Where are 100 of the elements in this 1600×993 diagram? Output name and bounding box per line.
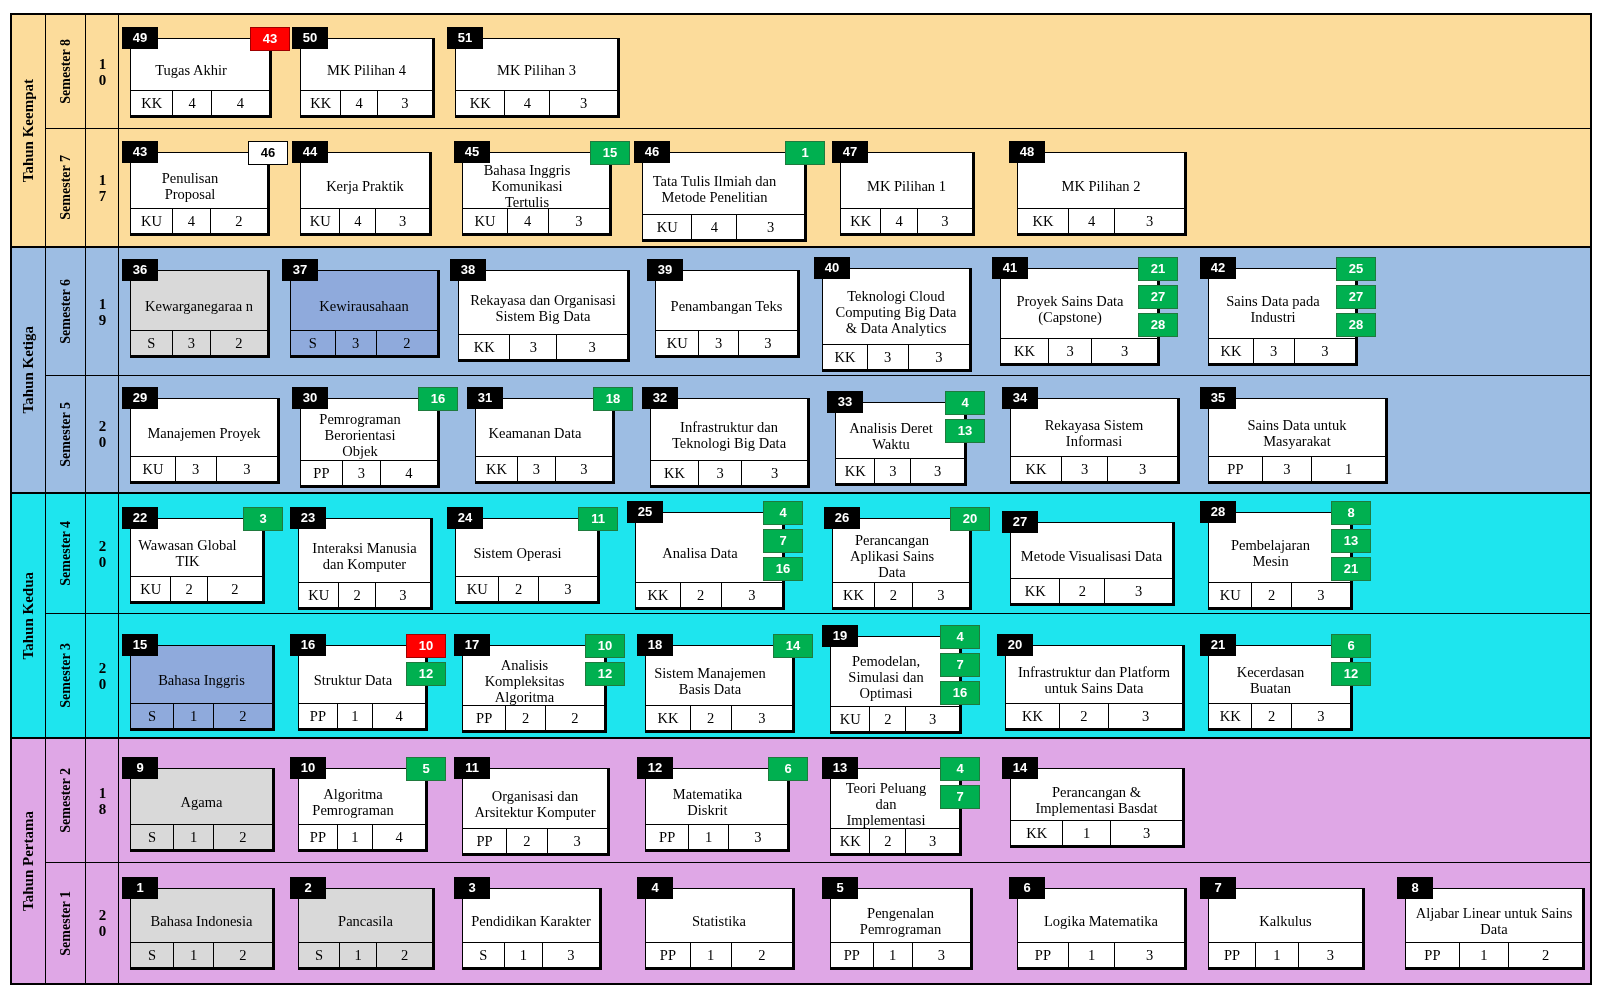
course-number: 7	[1200, 877, 1236, 899]
year-label: Tahun Keempat	[20, 78, 37, 183]
prerequisite-number: 4	[940, 757, 980, 781]
course-name: Algoritma Pemrograman	[311, 785, 395, 818]
credits-cell: 3	[541, 943, 599, 967]
credit-total: 20	[94, 418, 110, 450]
credits-cell: 4	[211, 91, 269, 115]
prerequisite-number: 43	[250, 27, 290, 51]
level-cell: 1	[338, 943, 377, 967]
credit-total: 20	[94, 537, 110, 570]
credits-cell: 2	[730, 943, 792, 967]
level-cell: 3	[1252, 339, 1294, 363]
course-name: Sistem Manajemen Basis Data	[653, 664, 767, 697]
category-cell-text: S	[307, 333, 318, 353]
level-cell: 2	[170, 577, 207, 601]
course-name: Tugas Akhir	[155, 61, 227, 78]
course-name: Statistika	[692, 912, 746, 929]
level-cell: 1	[503, 943, 542, 967]
category-cell-text: KK	[1219, 341, 1243, 361]
level-cell: 1	[689, 943, 731, 967]
course-number: 15	[122, 634, 158, 656]
course-name: Proyek Sains Data (Capstone)	[1015, 292, 1125, 325]
category-cell-text: S	[147, 827, 158, 847]
year-label: Tahun Ketiga	[20, 326, 37, 414]
credits-cell: 4	[372, 825, 425, 849]
course-number: 34	[1002, 387, 1038, 409]
course-number: 51	[447, 27, 483, 49]
course-name: Struktur Data	[313, 671, 393, 688]
year-label: Tahun Pertama	[20, 811, 37, 911]
credits-cell: 3	[916, 209, 972, 233]
prerequisite-number: 12	[585, 662, 625, 686]
credits-cell: 4	[372, 704, 425, 728]
course-number: 3	[454, 877, 490, 899]
category-cell-text: S	[313, 945, 324, 965]
course-number: 36	[122, 259, 158, 281]
prerequisite-number: 12	[406, 662, 446, 686]
category-cell-text: KK	[1020, 706, 1044, 726]
level-cell: 4	[1067, 209, 1115, 233]
level-cell: 2	[873, 583, 912, 607]
category-cell-text: KK	[1012, 341, 1036, 361]
prerequisite-number: 20	[950, 507, 990, 531]
semester-row	[45, 375, 1590, 492]
category-cell-text: PP	[1033, 945, 1052, 965]
category-cell-text: PP	[842, 945, 861, 965]
level-cell: 2	[1059, 579, 1105, 603]
category-cell-text: KU	[141, 459, 165, 479]
course-number: 33	[827, 391, 863, 413]
course-name: Pendidikan Karakter	[471, 912, 591, 929]
credits-cell: 3	[736, 215, 804, 239]
prerequisite-number: 21	[1331, 557, 1371, 581]
category-cell-text: KK	[1218, 706, 1242, 726]
category-cell-text: KK	[472, 337, 496, 357]
prerequisite-number: 46	[248, 141, 288, 165]
credits-cell: 2	[375, 331, 437, 355]
credit-total: 19	[94, 295, 110, 328]
level-cell: 1	[1067, 943, 1115, 967]
credits-cell: 3	[727, 825, 787, 849]
level-cell: 3	[874, 459, 911, 483]
credit-total: 20	[94, 659, 110, 692]
level-cell: 3	[516, 457, 555, 481]
prerequisite-number: 6	[768, 757, 808, 781]
course-name: Pemodelan, Simulasi dan Optimasi	[847, 652, 925, 701]
category-cell-text: KK	[1023, 581, 1047, 601]
course-name: Matematika Diskrit	[671, 785, 744, 818]
prerequisite-number: 21	[1138, 257, 1178, 281]
prerequisite-number: 16	[763, 557, 803, 581]
course-number: 45	[454, 141, 490, 163]
category-cell-text: KK	[838, 831, 862, 851]
course-name: MK Pilihan 3	[497, 61, 576, 78]
course-name: Manajemen Proyek	[147, 424, 261, 441]
level-cell: 1	[872, 943, 912, 967]
course-number: 9	[122, 757, 158, 779]
category-cell-text: S	[147, 945, 158, 965]
course-name: Interaksi Manusia dan Komputer	[311, 539, 418, 572]
course-number: 2	[290, 877, 326, 899]
credits-cell: 2	[206, 577, 262, 601]
credits-cell: 2	[212, 704, 272, 728]
course-number: 44	[292, 141, 328, 163]
credits-cell: 3	[215, 457, 277, 481]
prerequisite-number: 10	[406, 634, 446, 658]
level-cell: 4	[171, 209, 210, 233]
course-number: 23	[290, 507, 326, 529]
year-band	[10, 13, 1592, 248]
course-number: 17	[454, 634, 490, 656]
credits-cell: 4	[379, 461, 437, 485]
category-cell-text: KU	[665, 333, 689, 353]
credits-cell: 2	[544, 706, 604, 730]
course-number: 40	[814, 257, 850, 279]
category-cell-text: KK	[843, 461, 867, 481]
course-number: 28	[1200, 501, 1236, 523]
credits-cell: 3	[905, 829, 959, 853]
credit-total: 10	[94, 55, 110, 88]
level-cell: 1	[1254, 943, 1298, 967]
credits-cell: 1	[1311, 457, 1385, 481]
prerequisite-number: 4	[763, 501, 803, 525]
credits-cell: 3	[1114, 943, 1184, 967]
prerequisite-number: 5	[406, 757, 446, 781]
category-cell-text: KK	[1025, 823, 1049, 843]
credits-cell: 3	[1108, 704, 1182, 728]
course-number: 11	[454, 757, 490, 779]
